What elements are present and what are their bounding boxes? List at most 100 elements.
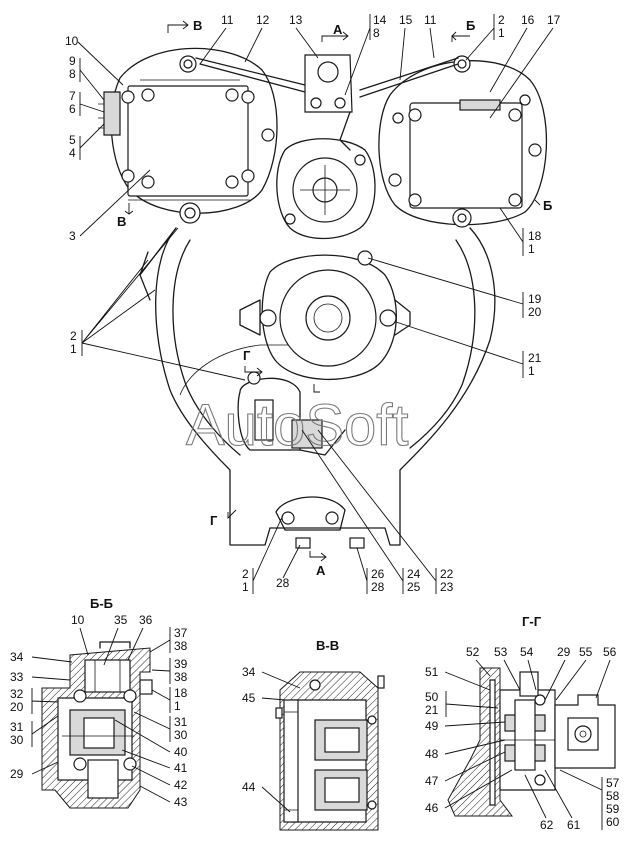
callout-11a: 11: [221, 13, 234, 27]
gg-callout-47: 47: [425, 774, 439, 788]
callout-21: 21: [528, 351, 542, 365]
gg-callout-61: 61: [567, 818, 581, 832]
bb-callout-30a: 30: [10, 733, 24, 747]
section-vv-drawing: [275, 671, 385, 831]
gg-callout-57: 57: [606, 776, 620, 790]
callout-8: 8: [69, 67, 76, 81]
bb-callout-43: 43: [174, 795, 188, 809]
bb-callout-37: 37: [174, 626, 188, 640]
main-housing-view: [98, 47, 548, 549]
bb-callout-41: 41: [174, 761, 188, 775]
gg-callout-29: 29: [557, 645, 571, 659]
gg-callout-59: 59: [606, 802, 620, 816]
bb-callout-31a: 31: [10, 720, 24, 734]
gg-callout-51: 51: [425, 665, 439, 679]
bolt-heads-right: [388, 94, 542, 207]
vv-callout-45: 45: [242, 691, 256, 705]
svg-text:Г: Г: [243, 348, 251, 363]
callout-8b: 8: [373, 26, 380, 40]
bb-callout-30b: 30: [174, 728, 188, 742]
callout-1e: 1: [242, 580, 249, 594]
vv-callout-34: 34: [242, 665, 256, 679]
bb-callout-32: 32: [10, 687, 24, 701]
gg-callout-53: 53: [494, 645, 508, 659]
gg-callout-56: 56: [603, 645, 617, 659]
callout-7: 7: [69, 89, 76, 103]
section-markers: В В А А Б Б Г Г: [117, 18, 552, 578]
callouts-gg: 52 53 54 29 55 56 51 50 21 49 48 47 46 6…: [425, 645, 620, 832]
callout-2a: 2: [498, 13, 505, 27]
bb-callout-31b: 31: [174, 715, 188, 729]
callout-3: 3: [69, 229, 76, 243]
bb-callout-33: 33: [10, 670, 24, 684]
callouts-vv: 34 45 44: [242, 665, 301, 813]
gg-callout-48: 48: [425, 747, 439, 761]
svg-text:Г: Г: [210, 513, 218, 528]
callout-1c: 1: [528, 364, 535, 378]
svg-text:Б: Б: [543, 198, 552, 213]
bb-callout-38a: 38: [174, 639, 188, 653]
bb-callout-36: 36: [139, 613, 153, 627]
bb-callout-10: 10: [71, 613, 85, 627]
gg-callout-58: 58: [606, 789, 620, 803]
callouts-bb: 10 35 36 37 38 34 39 38 33 18 1 32 20 31…: [10, 613, 188, 809]
bb-callout-29: 29: [10, 767, 24, 781]
bb-callout-18: 18: [174, 686, 188, 700]
callouts-main: 10 9 8 7 6 5 4 3 11 12 13 14 8 15 11 2 1…: [65, 13, 561, 594]
svg-text:В: В: [193, 18, 202, 33]
section-title-gg: Г-Г: [522, 614, 542, 629]
bb-callout-1: 1: [174, 699, 181, 713]
gg-callout-50: 50: [425, 690, 439, 704]
bb-callout-42: 42: [174, 778, 188, 792]
callout-14: 14: [373, 13, 387, 27]
callout-28b: 28: [371, 580, 385, 594]
bb-callout-20: 20: [10, 700, 24, 714]
section-bb-drawing: [41, 641, 153, 809]
section-title-bb: Б-Б: [90, 596, 113, 611]
bb-callout-40: 40: [174, 745, 188, 759]
callout-11b: 11: [424, 13, 437, 27]
gg-callout-52: 52: [466, 645, 480, 659]
callout-4: 4: [69, 146, 76, 160]
callout-20: 20: [528, 305, 542, 319]
callout-6: 6: [69, 102, 76, 116]
callout-10: 10: [65, 34, 79, 48]
gg-callout-54: 54: [520, 645, 534, 659]
callout-18: 18: [528, 229, 542, 243]
svg-text:А: А: [333, 22, 343, 37]
callout-2b: 2: [70, 329, 77, 343]
callout-5: 5: [69, 133, 76, 147]
callout-17: 17: [547, 13, 561, 27]
callout-1b: 1: [528, 242, 535, 256]
callout-16: 16: [521, 13, 535, 27]
vv-callout-44: 44: [242, 780, 256, 794]
callout-15: 15: [399, 13, 413, 27]
gg-callout-46: 46: [425, 801, 439, 815]
bb-callout-39: 39: [174, 657, 188, 671]
section-title-vv: В-В: [316, 638, 339, 653]
bb-callout-35: 35: [114, 613, 128, 627]
callout-25: 25: [407, 580, 421, 594]
callout-22: 22: [440, 567, 454, 581]
callout-19: 19: [528, 292, 542, 306]
callout-2c: 2: [242, 567, 249, 581]
gg-callout-60: 60: [606, 815, 620, 829]
gg-callout-55: 55: [579, 645, 593, 659]
callout-13: 13: [289, 13, 303, 27]
gg-callout-49: 49: [425, 719, 439, 733]
callout-1a: 1: [498, 26, 505, 40]
bb-callout-38b: 38: [174, 670, 188, 684]
bb-callout-34: 34: [10, 650, 24, 664]
gg-callout-21: 21: [425, 703, 439, 717]
callout-1d: 1: [70, 342, 77, 356]
svg-text:Б: Б: [466, 18, 475, 33]
svg-text:В: В: [117, 214, 126, 229]
callout-9: 9: [69, 54, 76, 68]
callout-24: 24: [407, 567, 421, 581]
callout-28a: 28: [276, 576, 290, 590]
watermark: AutoSoft: [186, 393, 408, 458]
callout-26: 26: [371, 567, 385, 581]
gg-callout-62: 62: [540, 818, 554, 832]
